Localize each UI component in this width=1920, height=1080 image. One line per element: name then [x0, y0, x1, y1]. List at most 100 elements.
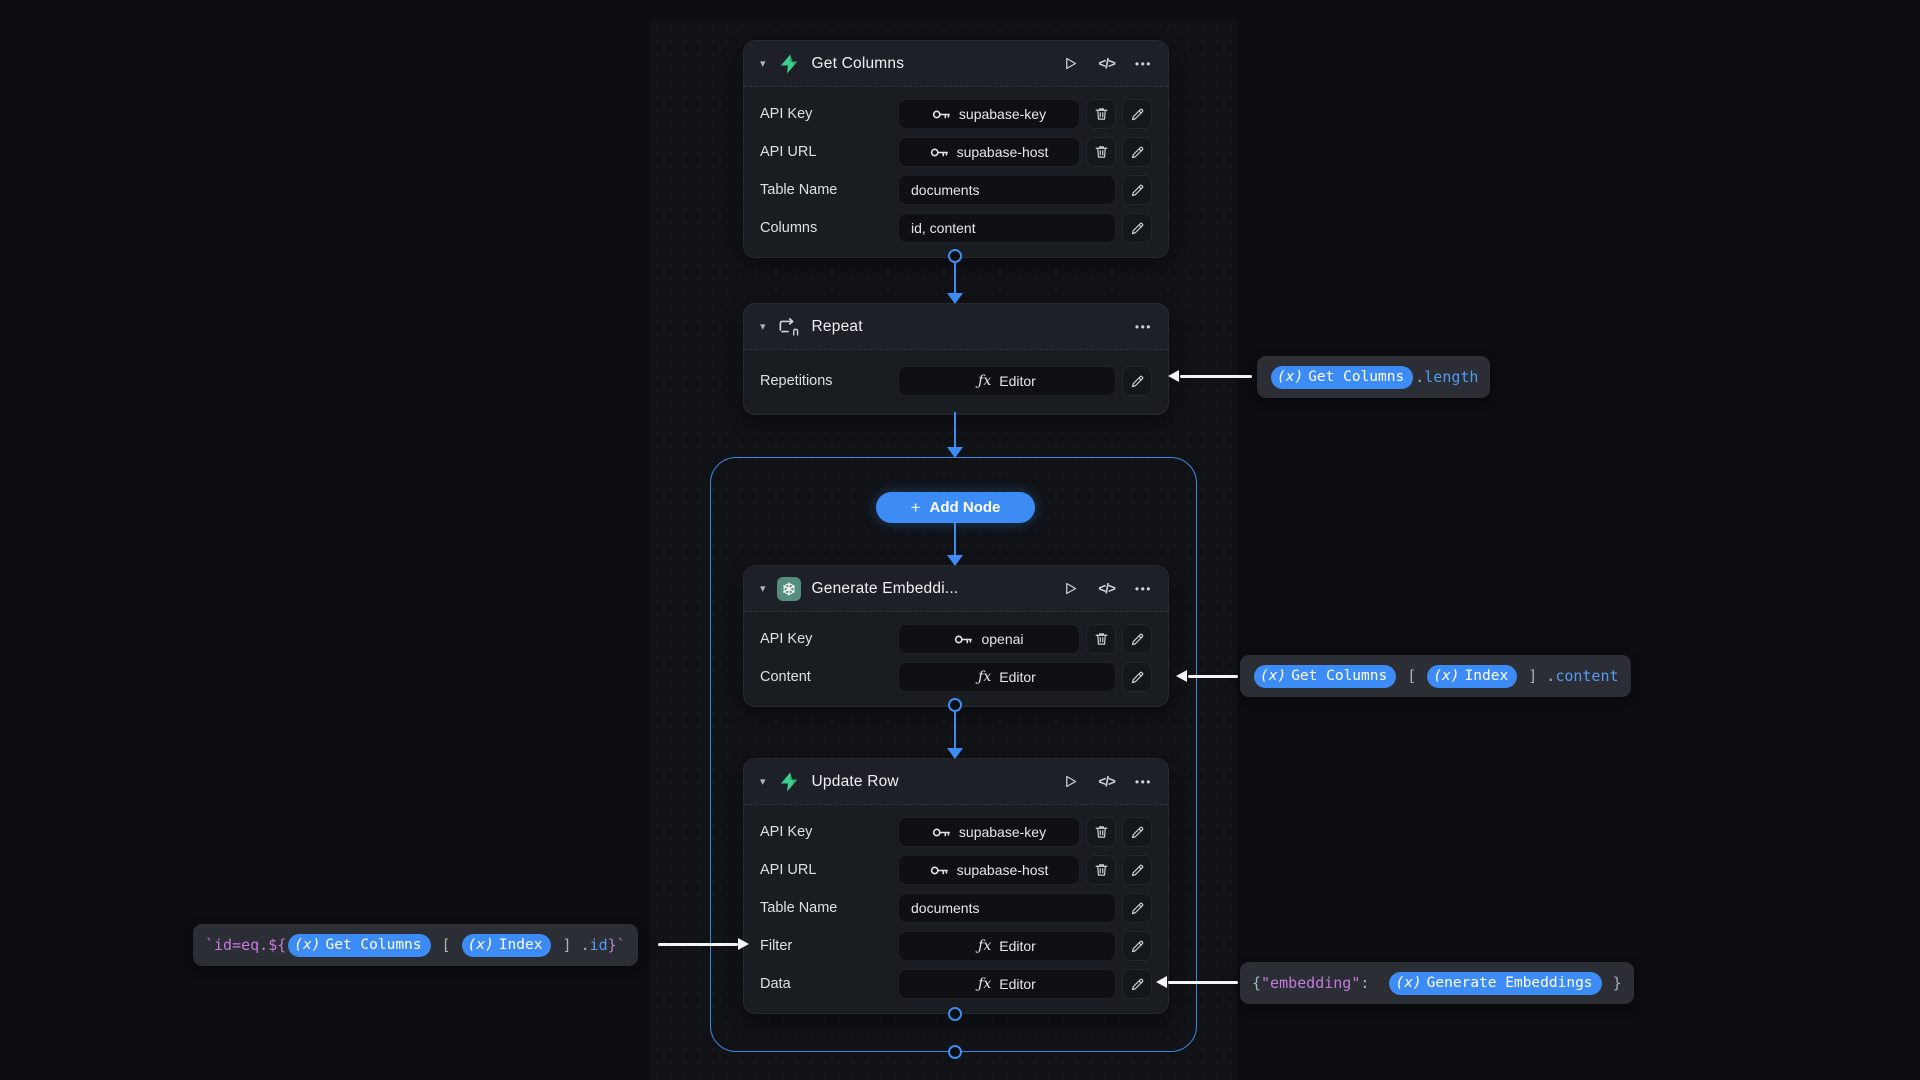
delete-button[interactable]: [1086, 817, 1116, 847]
secret-key-chip[interactable]: supabase-host: [898, 137, 1080, 167]
chevron-down-icon[interactable]: ▾: [760, 321, 766, 333]
delete-button[interactable]: [1086, 99, 1116, 129]
output-port[interactable]: [948, 249, 962, 263]
variable-pill: (x)Index: [1427, 664, 1518, 688]
loop-exit-port[interactable]: [948, 1045, 962, 1059]
run-node-button[interactable]: [1063, 56, 1078, 71]
node-header[interactable]: ▾ Update Row </> •••: [744, 759, 1168, 805]
fx-icon: ƒx: [978, 938, 992, 954]
secret-key-chip[interactable]: supabase-key: [898, 817, 1080, 847]
add-node-button[interactable]: + Add Node: [876, 492, 1035, 523]
secret-key-chip[interactable]: openai: [898, 624, 1080, 654]
more-options-icon[interactable]: •••: [1134, 319, 1152, 334]
field-label: Repetitions: [760, 373, 833, 389]
text-input[interactable]: documents: [898, 175, 1116, 205]
more-options-icon[interactable]: •••: [1134, 56, 1152, 71]
pencil-icon: [1130, 863, 1145, 878]
variable-name: Generate Embeddings: [1426, 974, 1593, 991]
node-header[interactable]: ▾ Repeat •••: [744, 304, 1168, 350]
pencil-icon: [1130, 977, 1145, 992]
key-icon: [932, 108, 951, 121]
secret-name: supabase-key: [958, 106, 1047, 122]
code-segment: }`: [607, 936, 626, 954]
code-icon[interactable]: </>: [1098, 581, 1116, 596]
code-icon[interactable]: </>: [1098, 56, 1116, 71]
secret-key-chip[interactable]: supabase-key: [898, 99, 1080, 129]
trash-icon: [1094, 824, 1109, 840]
secret-key-chip[interactable]: supabase-host: [898, 855, 1080, 885]
delete-button[interactable]: [1086, 624, 1116, 654]
code-segment: length: [1424, 368, 1479, 386]
edit-button[interactable]: [1122, 969, 1152, 999]
chevron-down-icon[interactable]: ▾: [760, 583, 766, 595]
run-node-button[interactable]: [1063, 581, 1078, 596]
edit-button[interactable]: [1122, 662, 1152, 692]
key-icon: [932, 826, 951, 839]
chevron-down-icon[interactable]: ▾: [760, 58, 766, 70]
supabase-icon: [777, 770, 801, 794]
pencil-icon: [1130, 939, 1145, 954]
pencil-icon: [1130, 221, 1145, 236]
edit-button[interactable]: [1122, 175, 1152, 205]
code-icon[interactable]: </>: [1098, 774, 1116, 789]
edit-button[interactable]: [1122, 817, 1152, 847]
output-port[interactable]: [948, 698, 962, 712]
openai-icon: [776, 576, 801, 601]
code-segment: ]: [553, 936, 581, 954]
variable-pill: (x)Index: [461, 933, 552, 957]
key-icon: [930, 864, 949, 877]
node-header[interactable]: ▾ Generate Embeddi... </> •••: [744, 566, 1168, 612]
edit-button[interactable]: [1122, 931, 1152, 961]
run-node-button[interactable]: [1063, 774, 1078, 789]
more-options-icon[interactable]: •••: [1134, 581, 1152, 596]
edge-line: [954, 412, 956, 448]
code-segment: .: [580, 936, 590, 954]
trash-icon: [1094, 106, 1109, 122]
node-header[interactable]: ▾ Get Columns </> •••: [744, 41, 1168, 87]
more-options-icon[interactable]: •••: [1134, 774, 1152, 789]
secret-name: supabase-host: [956, 862, 1049, 878]
edit-button[interactable]: [1122, 893, 1152, 923]
text-input[interactable]: documents: [898, 893, 1116, 923]
chevron-down-icon[interactable]: ▾: [760, 776, 766, 788]
edit-button[interactable]: [1122, 99, 1152, 129]
edit-button[interactable]: [1122, 213, 1152, 243]
output-port[interactable]: [948, 1007, 962, 1021]
edge-line: [954, 523, 956, 556]
edit-button[interactable]: [1122, 137, 1152, 167]
edit-button[interactable]: [1122, 624, 1152, 654]
annotation-filter-expression: `id=eq.${(x)Get Columns [ (x)Index ] .id…: [193, 924, 638, 966]
delete-button[interactable]: [1086, 855, 1116, 885]
annotation-content-expression: (x)Get Columns [ (x)Index ] .content: [1240, 655, 1631, 697]
pencil-icon: [1130, 825, 1145, 840]
pointer-arrow: [1188, 675, 1238, 678]
input-value: id, content: [911, 220, 976, 236]
code-segment: id: [589, 936, 608, 954]
fx-icon: ƒx: [978, 669, 992, 685]
edit-button[interactable]: [1122, 366, 1152, 396]
pointer-arrowhead-icon: [738, 938, 749, 950]
variable-pill: (x)Generate Embeddings: [1389, 971, 1602, 995]
variable-x-icon: (x): [1395, 974, 1422, 991]
code-segment: .: [1546, 667, 1556, 685]
variable-pill: (x)Get Columns: [1271, 365, 1414, 389]
secret-name: supabase-host: [956, 144, 1049, 160]
edit-button[interactable]: [1122, 855, 1152, 885]
code-segment: [: [432, 936, 460, 954]
code-segment: [: [1398, 667, 1426, 685]
text-input[interactable]: id, content: [898, 213, 1116, 243]
pointer-arrow: [658, 943, 738, 946]
delete-button[interactable]: [1086, 137, 1116, 167]
